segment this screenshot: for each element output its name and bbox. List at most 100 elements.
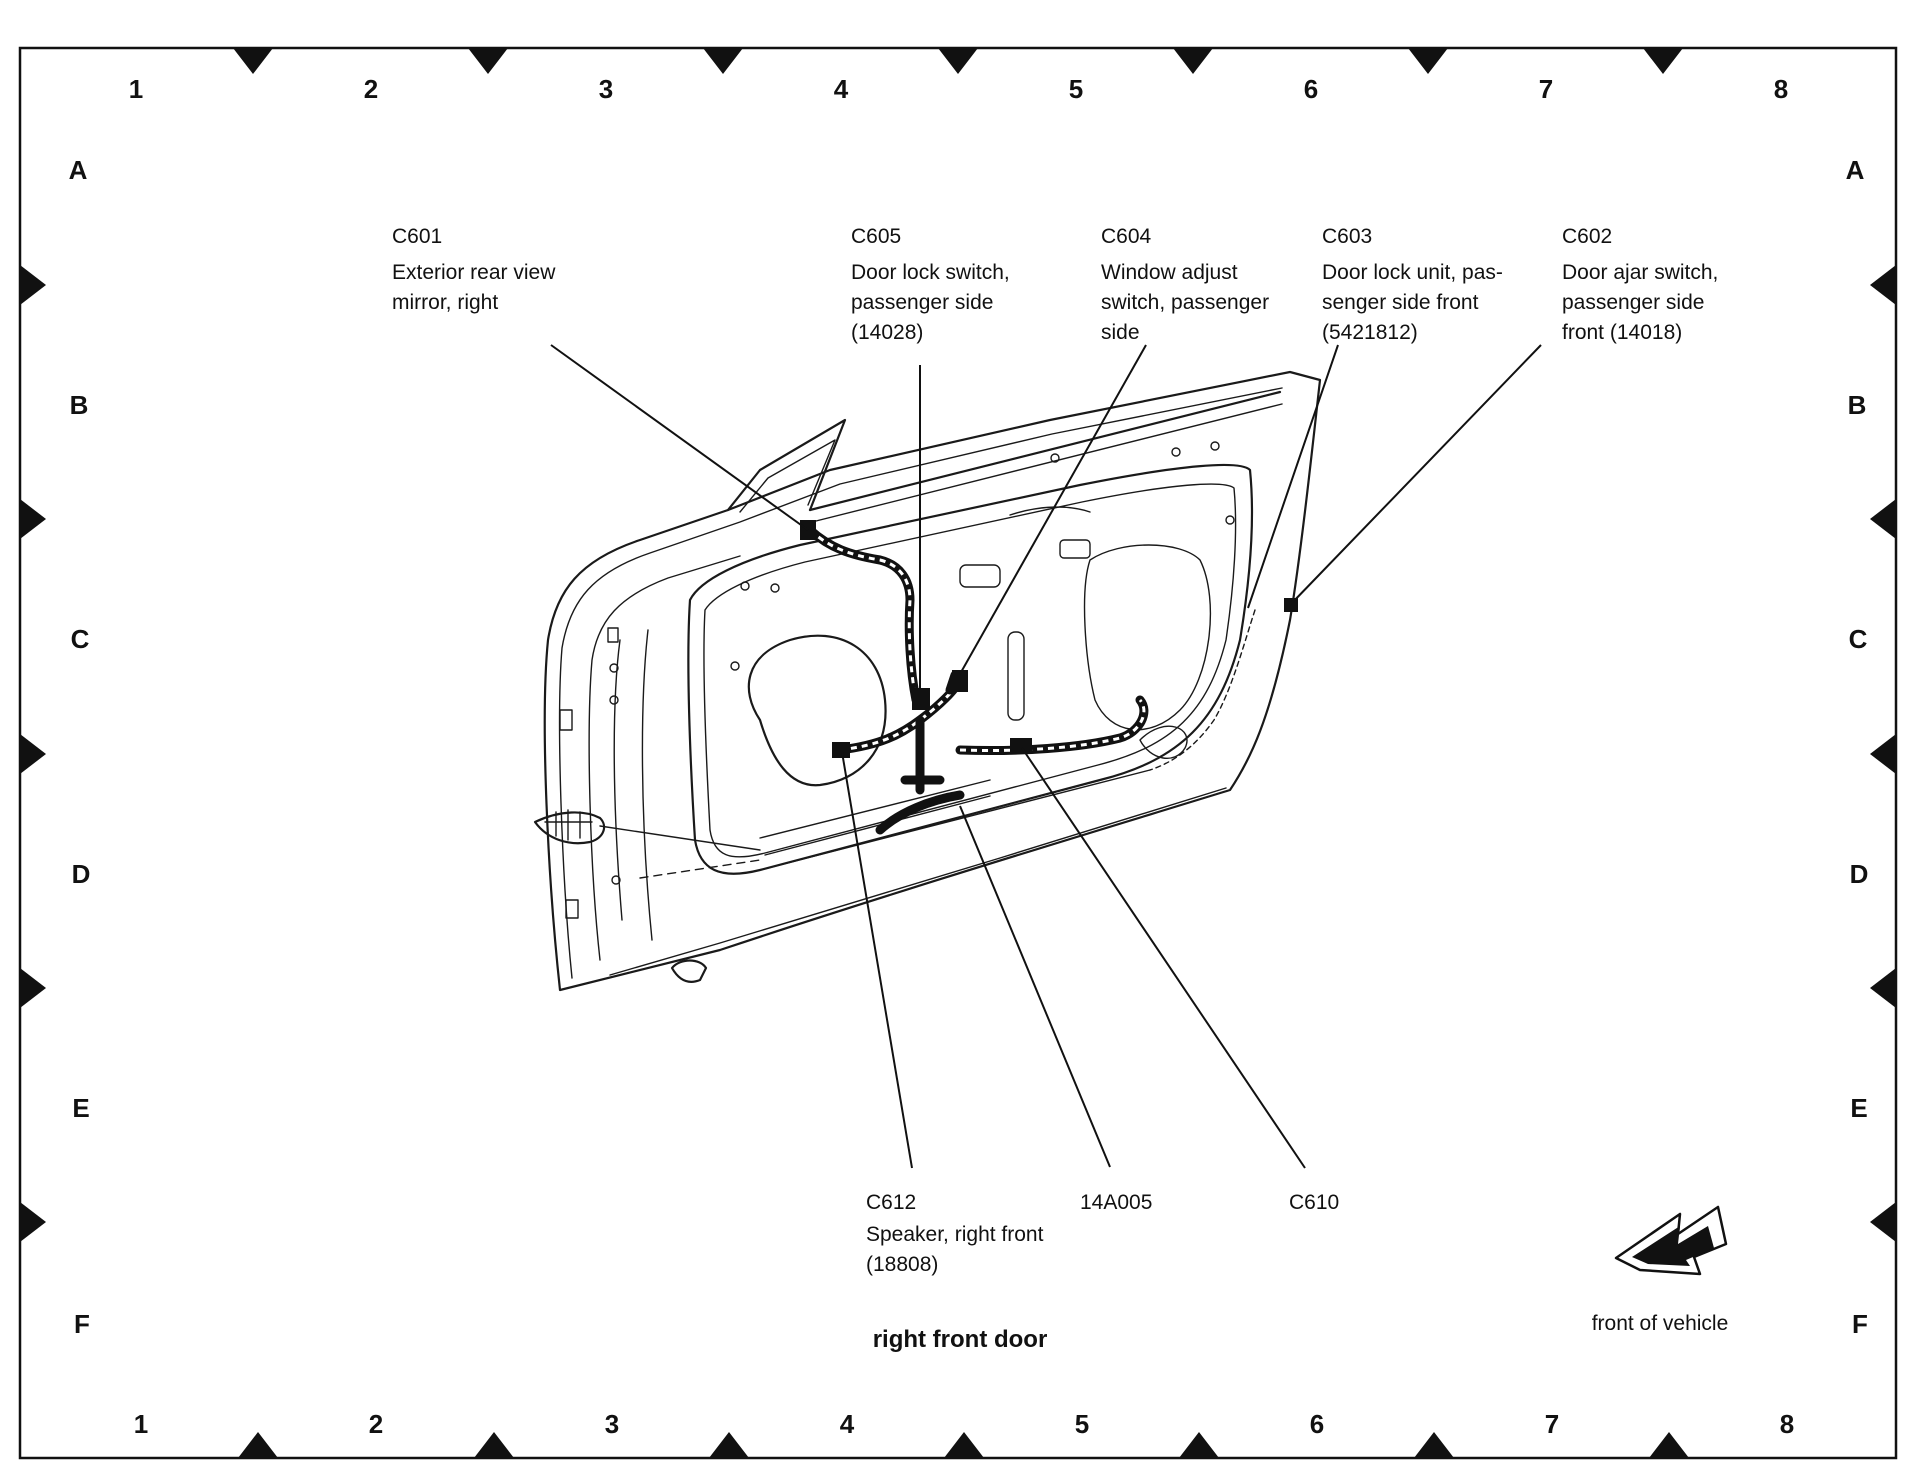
col-label-top-2: 2 bbox=[364, 74, 378, 104]
tick-right-1 bbox=[1870, 265, 1896, 305]
tick-top-1 bbox=[233, 48, 273, 74]
tick-left-1 bbox=[20, 265, 46, 305]
tick-left-5 bbox=[20, 1202, 46, 1242]
tick-top-2 bbox=[468, 48, 508, 74]
row-label-left-c: C bbox=[71, 624, 90, 654]
tick-right-2 bbox=[1870, 499, 1896, 539]
col-label-bottom-5: 5 bbox=[1075, 1409, 1089, 1439]
col-label-bottom-4: 4 bbox=[840, 1409, 855, 1439]
callout-c605-line-2: passenger side bbox=[851, 291, 993, 314]
callout-c603-line-2: senger side front bbox=[1322, 291, 1479, 314]
row-label-left-d: D bbox=[72, 859, 91, 889]
callout-c610-code: C610 bbox=[1289, 1191, 1339, 1214]
tick-top-3 bbox=[703, 48, 743, 74]
tick-bottom-2 bbox=[474, 1432, 514, 1458]
callout-c612-line-2: (18808) bbox=[866, 1253, 938, 1276]
callout-c601-code: C601 bbox=[392, 225, 442, 248]
row-label-left-a: A bbox=[69, 155, 88, 185]
tick-left-3 bbox=[20, 734, 46, 774]
front-of-vehicle-label: front of vehicle bbox=[1592, 1312, 1729, 1335]
tick-right-3 bbox=[1870, 734, 1896, 774]
callout-c604-line-2: switch, passenger bbox=[1101, 291, 1269, 314]
callout-c603-code: C603 bbox=[1322, 225, 1372, 248]
row-label-right-a: A bbox=[1846, 155, 1865, 185]
tick-top-7 bbox=[1643, 48, 1683, 74]
col-label-bottom-7: 7 bbox=[1545, 1409, 1559, 1439]
row-label-right-f: F bbox=[1852, 1309, 1868, 1339]
callout-c602-line-3: front (14018) bbox=[1562, 321, 1682, 344]
col-label-top-4: 4 bbox=[834, 74, 849, 104]
tick-right-4 bbox=[1870, 968, 1896, 1008]
callout-c601: C601 Exterior rear view mirror, right bbox=[392, 225, 556, 314]
c605-connector-body bbox=[912, 688, 930, 710]
callout-14a005-code: 14A005 bbox=[1080, 1191, 1152, 1214]
tick-bottom-7 bbox=[1649, 1432, 1689, 1458]
callout-c605-line-1: Door lock switch, bbox=[851, 261, 1010, 284]
leader-14a005 bbox=[959, 805, 1111, 1168]
col-label-bottom-8: 8 bbox=[1780, 1409, 1794, 1439]
callout-c605-code: C605 bbox=[851, 225, 901, 248]
row-label-right-d: D bbox=[1850, 859, 1869, 889]
tick-right-5 bbox=[1870, 1202, 1896, 1242]
callout-c602-line-2: passenger side bbox=[1562, 291, 1704, 314]
tick-bottom-3 bbox=[709, 1432, 749, 1458]
grid-tick-marks bbox=[20, 48, 1896, 1458]
col-label-top-1: 1 bbox=[129, 74, 143, 104]
callout-14a005: 14A005 bbox=[1080, 1191, 1152, 1214]
col-label-top-3: 3 bbox=[599, 74, 613, 104]
c610-connector-body bbox=[1010, 738, 1032, 752]
col-label-top-8: 8 bbox=[1774, 74, 1788, 104]
callout-c605: C605 Door lock switch, passenger side (1… bbox=[851, 225, 1010, 344]
door-illustration bbox=[533, 370, 1322, 992]
row-label-left-e: E bbox=[72, 1093, 89, 1123]
callout-c601-line-1: Exterior rear view bbox=[392, 261, 556, 284]
callout-c602-code: C602 bbox=[1562, 225, 1612, 248]
col-label-top-5: 5 bbox=[1069, 74, 1083, 104]
tick-top-4 bbox=[938, 48, 978, 74]
callout-c603: C603 Door lock unit, pas- senger side fr… bbox=[1322, 225, 1503, 344]
row-label-right-e: E bbox=[1850, 1093, 1867, 1123]
grid-labels: 1 2 3 4 5 6 7 8 1 2 3 4 5 6 7 8 A B C D … bbox=[69, 74, 1869, 1439]
tick-bottom-5 bbox=[1179, 1432, 1219, 1458]
tick-bottom-6 bbox=[1414, 1432, 1454, 1458]
callout-c604: C604 Window adjust switch, passenger sid… bbox=[1101, 225, 1269, 344]
leader-c602 bbox=[1289, 344, 1542, 606]
tick-bottom-1 bbox=[238, 1432, 278, 1458]
callout-c612: C612 Speaker, right front (18808) bbox=[866, 1191, 1044, 1276]
callout-c610: C610 bbox=[1289, 1191, 1339, 1214]
col-label-top-7: 7 bbox=[1539, 74, 1553, 104]
tick-bottom-4 bbox=[944, 1432, 984, 1458]
callout-c604-line-3: side bbox=[1101, 321, 1140, 344]
row-label-right-b: B bbox=[1848, 390, 1867, 420]
tick-left-4 bbox=[20, 968, 46, 1008]
tick-top-6 bbox=[1408, 48, 1448, 74]
callout-c605-line-3: (14028) bbox=[851, 321, 923, 344]
callout-c604-code: C604 bbox=[1101, 225, 1152, 248]
front-of-vehicle-arrow-icon bbox=[1614, 1205, 1728, 1276]
callout-c603-line-3: (5421812) bbox=[1322, 321, 1418, 344]
col-label-bottom-1: 1 bbox=[134, 1409, 148, 1439]
leader-c601 bbox=[550, 344, 809, 531]
callout-c602: C602 Door ajar switch, passenger side fr… bbox=[1562, 225, 1718, 344]
col-label-bottom-3: 3 bbox=[605, 1409, 619, 1439]
leader-c603 bbox=[1247, 344, 1339, 609]
callout-c612-code: C612 bbox=[866, 1191, 916, 1214]
callout-c601-line-2: mirror, right bbox=[392, 291, 498, 314]
wiring-harness bbox=[800, 520, 1298, 835]
c612-connector-body bbox=[832, 742, 850, 758]
col-label-bottom-2: 2 bbox=[369, 1409, 383, 1439]
col-label-bottom-6: 6 bbox=[1310, 1409, 1324, 1439]
callout-c612-line-1: Speaker, right front bbox=[866, 1223, 1044, 1246]
tick-left-2 bbox=[20, 499, 46, 539]
c604-connector-body bbox=[952, 670, 968, 692]
tick-top-5 bbox=[1173, 48, 1213, 74]
row-label-left-b: B bbox=[70, 390, 89, 420]
callout-c602-line-1: Door ajar switch, bbox=[1562, 261, 1718, 284]
leader-lines bbox=[550, 344, 1542, 1169]
row-label-right-c: C bbox=[1849, 624, 1868, 654]
col-label-top-6: 6 bbox=[1304, 74, 1318, 104]
row-label-left-f: F bbox=[74, 1309, 90, 1339]
leader-c612 bbox=[841, 751, 913, 1169]
leader-c610 bbox=[1021, 747, 1306, 1169]
